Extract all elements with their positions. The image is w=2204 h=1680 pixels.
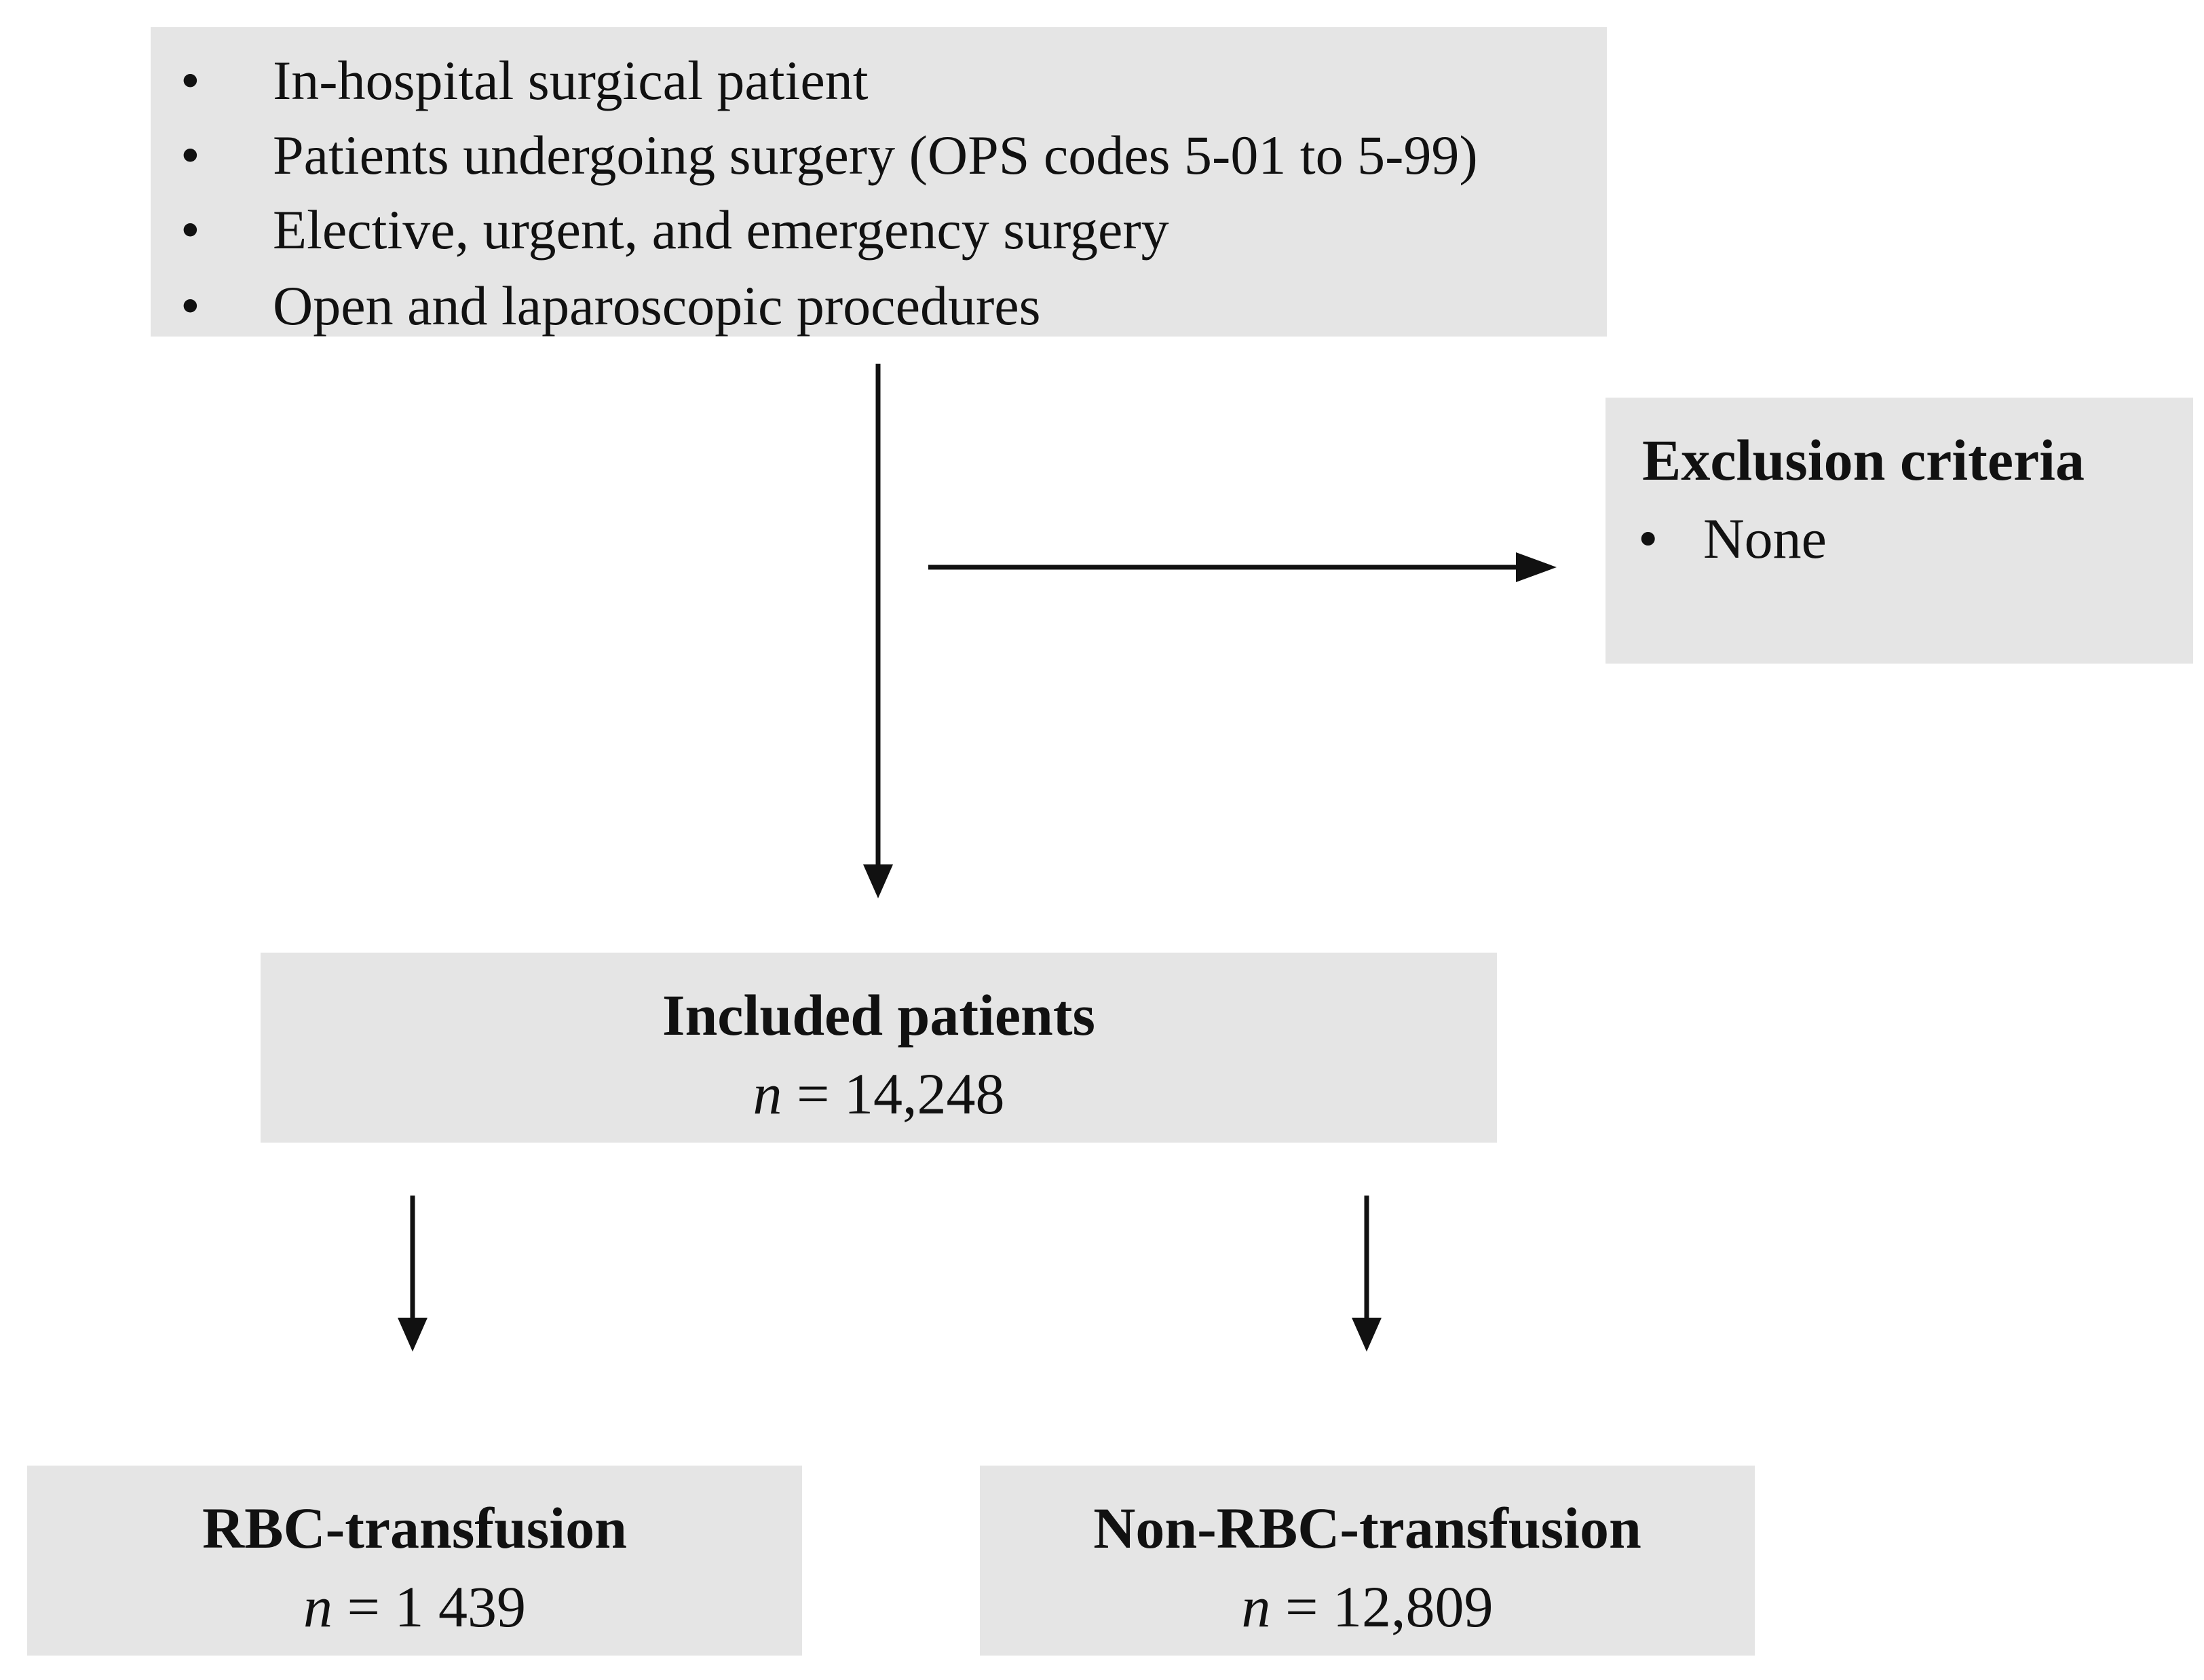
bullet-icon: • <box>1638 508 1658 571</box>
inclusion-criteria-box: • In-hospital surgical patient • Patient… <box>151 27 1607 337</box>
non-rbc-transfusion-count: n = 12,809 <box>980 1573 1755 1641</box>
arrowhead-down-non-rbc <box>1352 1318 1382 1352</box>
non-rbc-transfusion-box: Non-RBC-transfusion n = 12,809 <box>980 1466 1755 1656</box>
arrowhead-down-main <box>863 864 893 898</box>
n-symbol: n <box>753 1061 782 1126</box>
bullet-icon: • <box>180 50 200 111</box>
inclusion-criteria-text: In-hospital surgical patient <box>273 50 869 111</box>
arrowhead-right-exclusion <box>1516 552 1557 582</box>
included-patients-count: n = 14,248 <box>261 1060 1497 1128</box>
rbc-transfusion-box: RBC-transfusion n = 1 439 <box>27 1466 802 1656</box>
bullet-icon: • <box>180 124 200 186</box>
n-symbol: n <box>1241 1574 1271 1639</box>
arrowhead-down-rbc <box>398 1318 428 1352</box>
included-patients-title: Included patients <box>662 982 1095 1048</box>
exclusion-criteria-title: Exclusion criteria <box>1642 427 2085 493</box>
included-patients-box: Included patients n = 14,248 <box>261 953 1497 1143</box>
included-patients-count-value: = 14,248 <box>796 1061 1005 1126</box>
non-rbc-transfusion-count-value: = 12,809 <box>1285 1574 1494 1639</box>
bullet-icon: • <box>180 275 200 337</box>
rbc-transfusion-count-value: = 1 439 <box>347 1574 526 1639</box>
rbc-transfusion-title: RBC-transfusion <box>202 1495 627 1561</box>
bullet-icon: • <box>180 199 200 261</box>
inclusion-criteria-text: Patients undergoing surgery (OPS codes 5… <box>273 124 1478 186</box>
exclusion-criteria-text: None <box>1703 508 1827 571</box>
rbc-transfusion-count: n = 1 439 <box>27 1573 802 1641</box>
inclusion-criteria-text: Elective, urgent, and emergency surgery <box>273 199 1169 261</box>
exclusion-criteria-box: Exclusion criteria • None <box>1606 398 2193 664</box>
non-rbc-transfusion-title: Non-RBC-transfusion <box>1093 1495 1641 1561</box>
n-symbol: n <box>303 1574 332 1639</box>
inclusion-criteria-text: Open and laparoscopic procedures <box>273 275 1041 337</box>
